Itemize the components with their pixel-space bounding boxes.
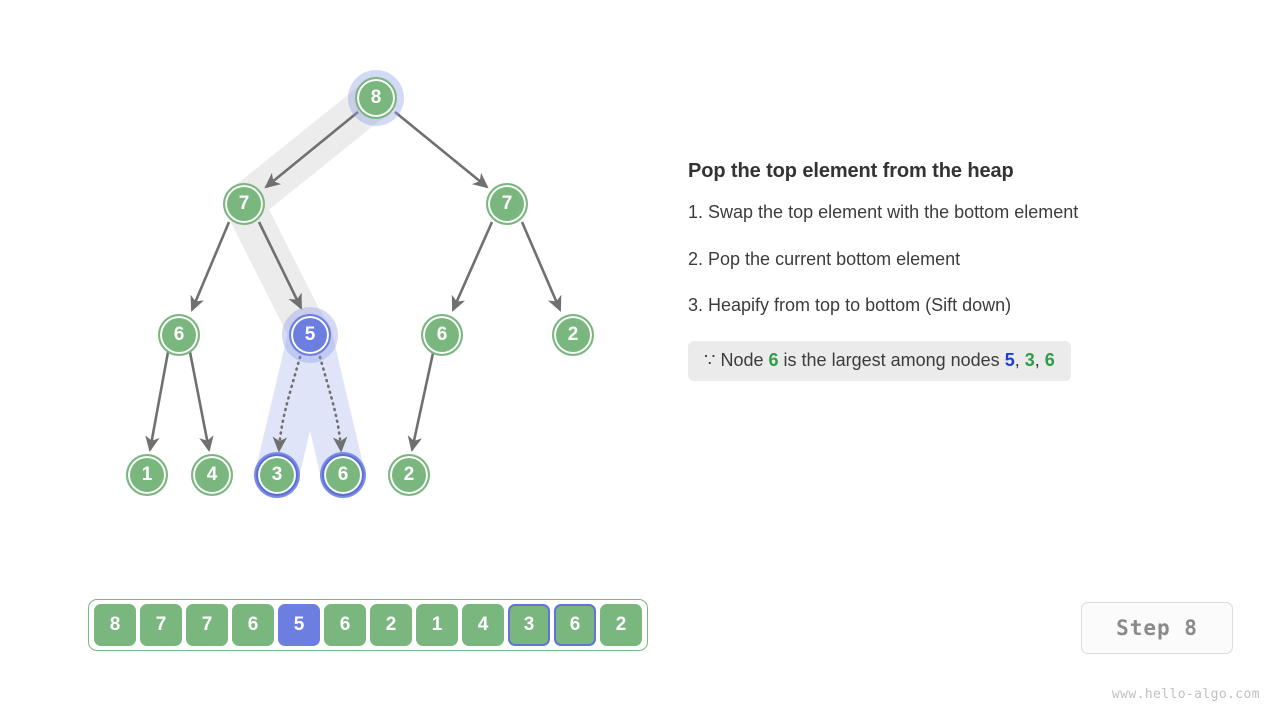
reason-callout: ∵ Node 6 is the largest among nodes 5, 3… <box>688 340 1071 382</box>
page-title: Pop the top element from the heap <box>688 160 1014 182</box>
watermark: www.hello-algo.com <box>1111 687 1260 702</box>
tree-node-7-right[interactable]: 7 <box>486 183 528 225</box>
reason-node-value: 6 <box>768 349 779 370</box>
array-cell-0[interactable]: 8 <box>94 604 136 646</box>
tree-node-1[interactable]: 1 <box>126 454 168 496</box>
reason-compare-value: 6 <box>1044 349 1055 370</box>
tree-node-2-b[interactable]: 2 <box>388 454 430 496</box>
reason-compare-values: 5, 3, 6 <box>1005 350 1055 370</box>
array-cell-2[interactable]: 7 <box>186 604 228 646</box>
edge-8-7R <box>394 110 489 189</box>
array-cell-4[interactable]: 5 <box>278 604 320 646</box>
array-cell-3[interactable]: 6 <box>232 604 274 646</box>
reason-text-before: Node <box>720 349 764 370</box>
array-cell-10[interactable]: 6 <box>554 604 596 646</box>
edge-7L-6 <box>190 221 231 312</box>
array-cell-8[interactable]: 4 <box>462 604 504 646</box>
tree-dotted-edges <box>272 355 348 453</box>
reason-separator: , <box>1014 349 1025 370</box>
explanation-panel: Pop the top element from the heap 1. Swa… <box>688 160 1228 382</box>
tree-node-3-compared[interactable]: 3 <box>256 454 298 496</box>
because-symbol: ∵ <box>704 349 716 370</box>
edge-6-4 <box>188 351 214 453</box>
tree-node-2-a[interactable]: 2 <box>552 314 594 356</box>
tree-node-5-current[interactable]: 5 <box>289 314 331 356</box>
reason-compare-value: 5 <box>1004 349 1015 370</box>
edge-7R-6 <box>451 221 494 312</box>
edge-8-7L <box>264 110 359 189</box>
tree-node-6-b[interactable]: 6 <box>421 314 463 356</box>
reason-compare-value: 3 <box>1024 349 1035 370</box>
tree-node-7-left[interactable]: 7 <box>223 183 265 225</box>
array-cell-6[interactable]: 2 <box>370 604 412 646</box>
tree-node-8[interactable]: 8 <box>355 77 397 119</box>
edge-6R-2 <box>407 352 435 453</box>
array-cell-5[interactable]: 6 <box>324 604 366 646</box>
array-cell-1[interactable]: 7 <box>140 604 182 646</box>
step-badge: Step 8 <box>1081 602 1233 654</box>
sift-path-highlight <box>224 78 396 355</box>
dotted-edge-5-3 <box>272 355 302 453</box>
tree-node-4[interactable]: 4 <box>191 454 233 496</box>
tree-edges <box>145 110 562 453</box>
tree-node-6-compared[interactable]: 6 <box>322 454 364 496</box>
array-cell-9[interactable]: 3 <box>508 604 550 646</box>
step-line-1: 1. Swap the top element with the bottom … <box>688 202 1079 222</box>
edge-7L-5 <box>257 221 303 310</box>
step-line-3: 3. Heapify from top to bottom (Sift down… <box>688 295 1012 315</box>
dotted-edge-5-6 <box>318 355 348 453</box>
array-cell-11[interactable]: 2 <box>600 604 642 646</box>
edge-6-1 <box>145 351 170 453</box>
tree-node-6-a[interactable]: 6 <box>158 314 200 356</box>
edge-7R-2 <box>520 221 562 312</box>
heap-tree-diagram: 8 7 7 6 5 6 2 1 4 3 6 2 <box>0 0 660 560</box>
reason-text-middle: is the largest among nodes <box>783 349 1000 370</box>
array-cell-7[interactable]: 1 <box>416 604 458 646</box>
step-line-2: 2. Pop the current bottom element <box>688 248 961 269</box>
reason-separator: , <box>1034 349 1045 370</box>
